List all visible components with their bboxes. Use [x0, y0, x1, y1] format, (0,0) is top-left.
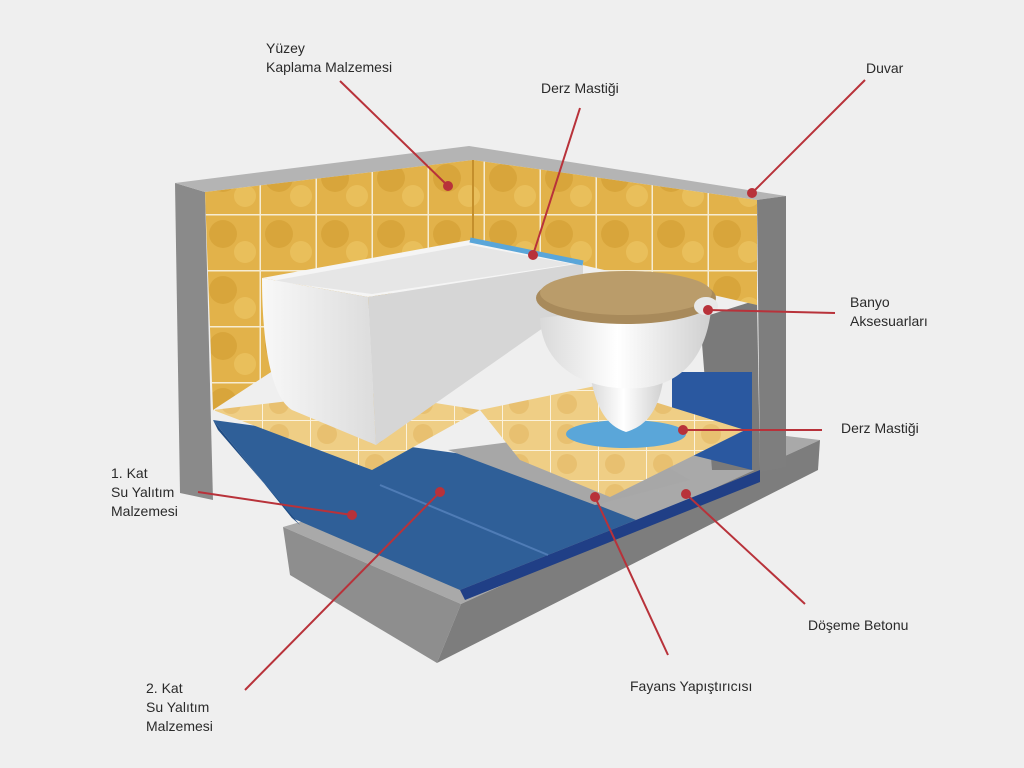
leader-dot-floor-concrete: [681, 489, 691, 499]
label-waterproofing-layer-1: 1. Kat Su Yalıtım Malzemesi: [111, 465, 178, 519]
label-wall: Duvar: [866, 60, 904, 76]
leader-dot-waterproof-1: [347, 510, 357, 520]
bathtub: [262, 237, 584, 445]
leader-dot-accessories: [703, 305, 713, 315]
leader-dot-wall: [747, 188, 757, 198]
leader-dot-surface: [443, 181, 453, 191]
leader-line-wall: [751, 79, 866, 194]
leader-dot-grout-toilet: [678, 425, 688, 435]
leader-line-waterproof-2: [244, 491, 441, 691]
leader-line-surface: [339, 80, 449, 187]
label-waterproofing-layer-2: 2. Kat Su Yalıtım Malzemesi: [146, 680, 213, 734]
label-grout-sealant-top: Derz Mastiği: [541, 80, 619, 96]
label-tile-adhesive: Fayans Yapıştırıcısı: [630, 678, 753, 694]
label-floor-concrete: Döşeme Betonu: [808, 617, 909, 633]
leader-line-accessories: [707, 309, 836, 314]
leader-line-tile-adhesive: [594, 496, 669, 656]
label-surface-material: Yüzey Kaplama Malzemesi: [266, 40, 393, 75]
leader-dot-tile-adhesive: [590, 492, 600, 502]
leader-dot-grout-top: [528, 250, 538, 260]
leader-line-floor-concrete: [685, 493, 806, 605]
leader-line-grout-top: [532, 107, 581, 256]
label-grout-sealant-toilet: Derz Mastiği: [841, 420, 919, 436]
leader-line-waterproof-1: [197, 491, 353, 516]
leader-dot-waterproof-2: [435, 487, 445, 497]
leader-lines: [197, 79, 866, 691]
toilet-sealant-ring: [566, 420, 686, 448]
toilet: [536, 271, 718, 448]
label-bathroom-accessories: Banyo Aksesuarları: [850, 294, 928, 329]
